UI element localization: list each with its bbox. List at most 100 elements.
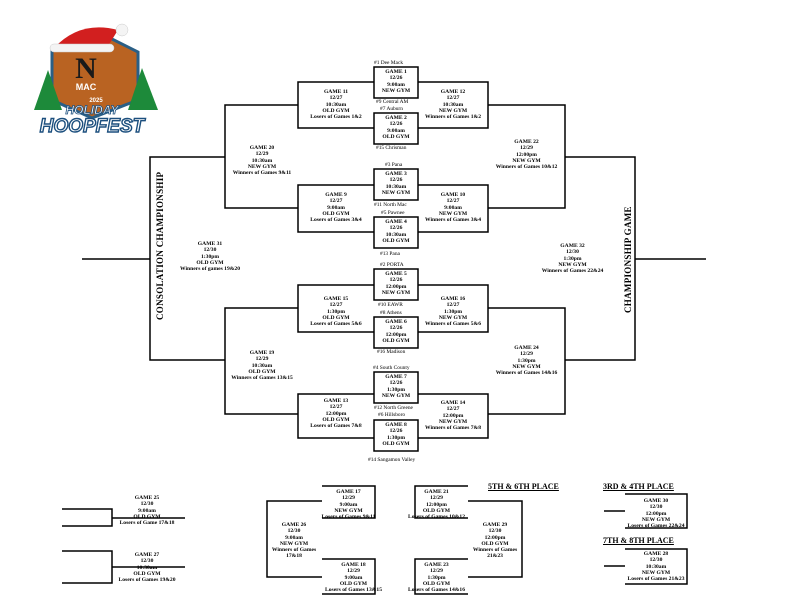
g9-line-2: 9:00am <box>327 204 345 211</box>
g9-line-0: GAME 9 <box>325 192 347 198</box>
g24-line-0: GAME 24 <box>514 345 539 351</box>
g31-line-4: Winners of games 19&20 <box>179 266 241 273</box>
g9-line-1: 12/27 <box>329 198 343 205</box>
g20-line-4: Winners of Games 9&11 <box>232 170 292 177</box>
seed-15: #15 Chrisman <box>376 145 407 151</box>
game-21-bracket <box>414 485 468 519</box>
g22-line-1: 12/29 <box>520 145 533 152</box>
g7-line-2: 1:30pm <box>386 386 406 393</box>
g2-line-2: 9:00am <box>387 127 405 134</box>
g11-line-3: OLD GYM <box>322 107 350 114</box>
g30-line-3: NEW GYM <box>641 516 671 523</box>
game-14-bracket <box>418 393 489 439</box>
g26-line-0: GAME 26 <box>281 522 307 528</box>
seventh-place-title: 7TH & 8TH PLACE <box>603 536 674 545</box>
g14-line-3: NEW GYM <box>438 418 468 425</box>
g23-line-1: 12/29 <box>430 568 443 575</box>
g15-line-4: Losers of Games 5&6 <box>310 321 362 328</box>
game-19-bracket <box>224 307 298 415</box>
g6-line-3: OLD GYM <box>382 337 410 344</box>
g22-line-0: GAME 22 <box>514 139 539 145</box>
logo-word-hoopfest: HOOPFEST <box>40 116 146 136</box>
g17-line-1: 12/29 <box>342 495 355 502</box>
g6-line-2: 12:00pm <box>385 331 407 338</box>
g27-line-3: OLD GYM <box>133 570 161 577</box>
g19-line-1: 12/29 <box>255 356 269 363</box>
g21-line-4: Losers of Games 10&12 <box>407 514 466 521</box>
seed-11: #11 North Mac <box>374 202 407 208</box>
g27-line-4: Losers of Games 19&20 <box>118 577 176 584</box>
game-25-bracket <box>62 508 113 527</box>
seed-3: #3 Pana <box>385 162 403 168</box>
g19-line-3: OLD GYM <box>248 368 276 375</box>
logo-word-holiday: HOLIDAY <box>65 103 119 117</box>
g29-line-2: 12:00pm <box>484 534 506 541</box>
g5-line-3: NEW GYM <box>381 289 411 296</box>
g26-line-1: 12/30 <box>287 528 301 535</box>
g15-line-2: 1:30pm <box>326 308 346 315</box>
g18-line-0: GAME 18 <box>341 562 366 568</box>
g30-line-1: 12/30 <box>649 504 663 511</box>
seed-13: #13 Pana <box>380 251 400 257</box>
g27-line-0: GAME 27 <box>134 552 160 558</box>
g21-line-0: GAME 21 <box>424 489 449 495</box>
g18-line-4: Losers of Games 13&15 <box>324 587 383 594</box>
g24-line-4: Winners of Games 14&16 <box>495 370 558 377</box>
g17-line-4: Losers of Games 9&11 <box>321 514 376 521</box>
g25-line-4: Losers of Game 17&18 <box>119 520 175 527</box>
g16-line-4: Winners of Games 5&6 <box>425 321 481 328</box>
g30-line-4: Losers of Games 22&24 <box>627 523 685 530</box>
g20-line-0: GAME 20 <box>249 145 275 151</box>
g17-line-2: 9:00am <box>339 501 358 508</box>
consolation-title: CONSOLATION CHAMPIONSHIP <box>155 171 165 320</box>
g7-line-3: NEW GYM <box>381 392 411 399</box>
g16-line-3: NEW GYM <box>438 314 468 321</box>
seed-8: #8 Athens <box>380 310 402 316</box>
g28-line-0: GAME 28 <box>643 551 669 557</box>
g15-line-3: OLD GYM <box>322 314 350 321</box>
g9-line-4: Losers of Games 3&4 <box>310 217 362 224</box>
g13-line-3: OLD GYM <box>322 416 350 423</box>
g6-line-0: GAME 6 <box>385 319 407 325</box>
seed-6: #6 Hillsboro <box>378 412 406 418</box>
g4-line-1: 12/26 <box>389 225 403 232</box>
g11-line-1: 12/27 <box>329 95 343 102</box>
g29-line-3: OLD GYM <box>481 540 509 547</box>
tree-right-icon <box>128 68 158 110</box>
santa-hat-icon <box>54 27 118 48</box>
g8-line-0: GAME 8 <box>385 422 407 428</box>
g26-line-3: NEW GYM <box>279 540 309 547</box>
g10-line-3: NEW GYM <box>438 210 468 217</box>
g5-line-0: GAME 5 <box>385 271 407 277</box>
g15-line-0: GAME 15 <box>323 296 349 302</box>
g10-line-0: GAME 10 <box>440 192 466 198</box>
logo-letter: N <box>75 52 97 85</box>
game-18-bracket <box>322 558 376 595</box>
g9-line-3: OLD GYM <box>322 210 350 217</box>
g29-line-0: GAME 29 <box>482 522 508 528</box>
game-27-bracket <box>62 550 113 584</box>
g15-line-1: 12/27 <box>329 302 343 309</box>
g14-line-1: 12/27 <box>446 406 460 413</box>
g30-line-0: GAME 30 <box>643 498 669 504</box>
game-17-bracket <box>322 485 376 519</box>
g2-line-0: GAME 2 <box>385 115 407 121</box>
g18-line-1: 12/29 <box>347 568 360 575</box>
